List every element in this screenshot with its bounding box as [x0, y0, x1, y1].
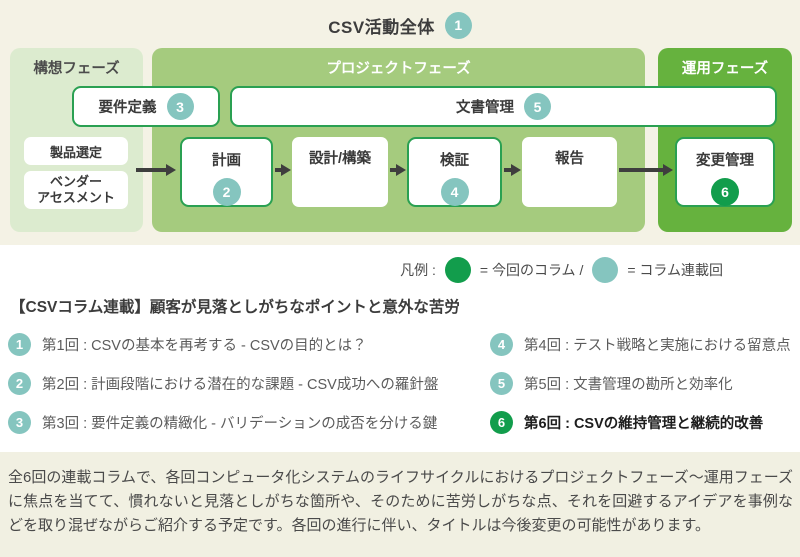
series-item-5: 5 第5回 : 文書管理の勘所と効率化 — [490, 372, 791, 395]
flow-arrow-icon — [136, 163, 176, 176]
report-step-box: 報告 — [522, 137, 617, 207]
verification-step-label: 検証 — [440, 153, 469, 169]
vendor-assessment-box: ベンダー アセスメント — [24, 171, 128, 209]
vendor-assessment-label: ベンダー アセスメント — [37, 173, 115, 205]
series-item-1-badge: 1 — [8, 333, 31, 356]
flow-arrow-icon — [504, 163, 521, 176]
footer-description-section: 全6回の連載コラムで、各回コンピュータ化システムのライフサイクルにおけるプロジェ… — [0, 452, 800, 557]
requirements-definition-label: 要件定義 — [98, 100, 157, 116]
change-management-number-badge: 6 — [711, 178, 739, 206]
series-item-3: 3 第3回 : 要件定義の精緻化 - バリデーションの成否を分ける鍵 — [8, 411, 490, 434]
requirements-number-badge: 3 — [166, 93, 194, 120]
series-item-6-current: 6 第6回 : CSVの維持管理と継続的改善 — [490, 411, 791, 434]
series-item-4-badge: 4 — [490, 333, 513, 356]
series-heading: 【CSVコラム連載】顧客が見落としがちなポイントと意外な苦労 — [10, 299, 460, 316]
requirements-definition-box: 要件定義 3 — [72, 86, 220, 127]
diagram-title-row: CSV活動全体 1 — [0, 11, 800, 39]
legend-label: 凡例 : — [400, 262, 436, 278]
flow-arrow-icon — [275, 163, 291, 176]
product-selection-box: 製品選定 — [24, 137, 128, 165]
footer-description-text: 全6回の連載コラムで、各回コンピュータ化システムのライフサイクルにおけるプロジェ… — [8, 469, 793, 534]
design-build-step-label: 設計/構築 — [308, 151, 372, 167]
legend-current-dot-icon — [444, 257, 471, 283]
series-item-5-text: 第5回 : 文書管理の勘所と効率化 — [524, 377, 733, 393]
legend-current-text: = 今回のコラム / — [479, 262, 584, 278]
flow-arrow-icon — [619, 163, 673, 176]
document-management-number-badge: 5 — [524, 93, 551, 120]
verification-number-badge: 4 — [440, 178, 469, 206]
series-item-4: 4 第4回 : テスト戦略と実施における留意点 — [490, 333, 791, 356]
phase-concept-label: 構想フェーズ — [33, 61, 120, 77]
series-item-2-badge: 2 — [8, 372, 31, 395]
document-management-label: 文書管理 — [456, 100, 514, 116]
series-item-2: 2 第2回 : 計画段階における潜在的な課題 - CSV成功への羅針盤 — [8, 372, 490, 395]
plan-step-label: 計画 — [212, 153, 241, 169]
verification-step-box: 検証 4 — [407, 137, 502, 207]
phase-project-label: プロジェクトフェーズ — [326, 61, 471, 77]
series-item-6-text: 第6回 : CSVの維持管理と継続的改善 — [524, 416, 764, 432]
series-item-1: 1 第1回 : CSVの基本を再考する - CSVの目的とは？ — [8, 333, 490, 356]
product-selection-label: 製品選定 — [49, 144, 102, 160]
column-series-section: 凡例 : = 今回のコラム / = コラム連載回 【CSVコラム連載】顧客が見落… — [0, 245, 800, 452]
plan-step-box: 計画 2 — [180, 137, 273, 207]
document-management-box: 文書管理 5 — [230, 86, 777, 127]
design-build-step-box: 設計/構築 — [292, 137, 388, 207]
series-item-3-badge: 3 — [8, 411, 31, 434]
title-number-badge: 1 — [444, 11, 472, 39]
change-management-step-label: 変更管理 — [696, 153, 754, 169]
legend-series-dot-icon — [592, 257, 619, 283]
csv-activity-diagram-section: CSV活動全体 1 構想フェーズ プロジェクトフェーズ 運用フェーズ 要件定義 … — [0, 0, 800, 245]
phase-operation-label: 運用フェーズ — [681, 61, 769, 77]
legend: 凡例 : = 今回のコラム / = コラム連載回 — [400, 257, 723, 283]
flow-arrow-icon — [390, 163, 406, 176]
series-item-3-text: 第3回 : 要件定義の精緻化 - バリデーションの成否を分ける鍵 — [42, 416, 438, 432]
plan-number-badge: 2 — [212, 178, 241, 206]
series-item-2-text: 第2回 : 計画段階における潜在的な課題 - CSV成功への羅針盤 — [42, 377, 439, 393]
series-list: 1 第1回 : CSVの基本を再考する - CSVの目的とは？ 2 第2回 : … — [8, 325, 791, 442]
legend-series-text: = コラム連載回 — [627, 262, 723, 278]
report-step-label: 報告 — [555, 151, 584, 167]
series-item-5-badge: 5 — [490, 372, 513, 395]
diagram-title: CSV活動全体 — [328, 17, 435, 37]
change-management-step-box: 変更管理 6 — [675, 137, 775, 207]
series-item-1-text: 第1回 : CSVの基本を再考する - CSVの目的とは？ — [42, 338, 367, 354]
series-item-4-text: 第4回 : テスト戦略と実施における留意点 — [524, 338, 791, 354]
series-item-6-badge: 6 — [490, 411, 513, 434]
